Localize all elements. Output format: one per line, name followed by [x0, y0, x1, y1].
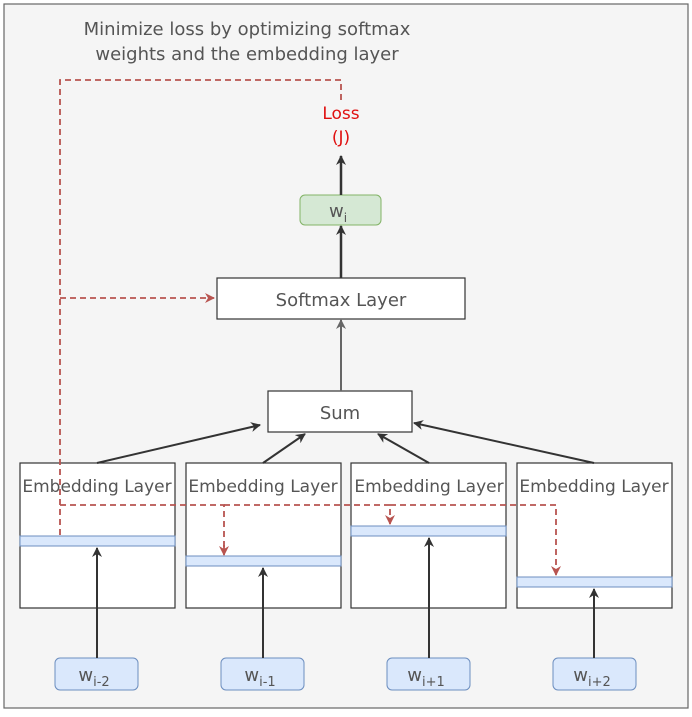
arrow-embedding-1-to-sum	[96, 422, 261, 464]
feedback-trunk	[59, 79, 342, 535]
loss-symbol: (J)	[332, 128, 350, 148]
embedding-vector-row	[19, 535, 176, 547]
caption-line-2: weights and the embedding layer	[95, 44, 399, 65]
loss-label: Loss	[322, 104, 359, 124]
embedding-vector-row	[350, 525, 507, 537]
target-word-label: wi	[329, 201, 347, 225]
sum-label: Sum	[320, 403, 360, 424]
arrow-embedding-4-to-sum	[413, 420, 595, 464]
embedding-vector-row	[185, 555, 342, 567]
embedding-layer-label: Embedding Layer	[354, 477, 503, 497]
softmax-layer-label: Softmax Layer	[276, 290, 407, 311]
context-word-label: wi-2	[78, 665, 109, 690]
embedding-layer-label: Embedding Layer	[22, 477, 171, 497]
arrow-embedding-2-to-sum	[262, 433, 306, 464]
context-word-2: wi-1	[220, 657, 305, 691]
context-word-3: wi+1	[386, 657, 471, 691]
arrow-embedding-3-to-sum	[377, 433, 430, 464]
context-word-label: wi-1	[244, 665, 275, 690]
caption-line-1: Minimize loss by optimizing softmax	[84, 19, 411, 40]
context-word-label: wi+1	[407, 665, 445, 690]
context-word-4: wi+2	[552, 657, 637, 691]
feedback-to-embedding-4	[390, 504, 561, 576]
embedding-layer-4: Embedding Layer	[516, 462, 673, 609]
embedding-layer-label: Embedding Layer	[188, 477, 337, 497]
embedding-vector-row	[516, 576, 673, 588]
feedback-path	[59, 79, 561, 576]
embedding-layer-label: Embedding Layer	[519, 477, 668, 497]
context-word-1: wi-2	[54, 657, 139, 691]
context-word-label: wi+2	[573, 665, 611, 690]
